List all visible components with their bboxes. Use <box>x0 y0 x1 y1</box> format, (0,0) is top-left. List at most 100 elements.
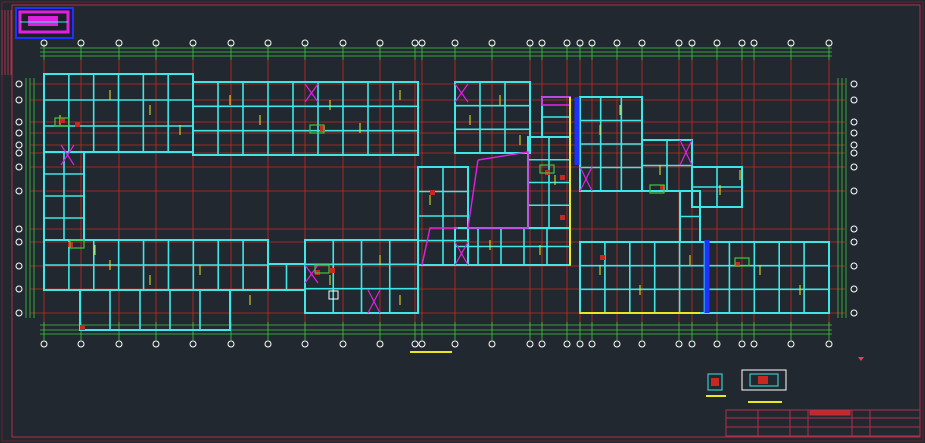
diagonal-brace <box>679 139 693 166</box>
axis-bubble-right <box>850 285 858 293</box>
axis-bubble-bottom <box>588 340 596 348</box>
axis-bubble-top <box>451 39 459 47</box>
axis-bubble-top <box>264 39 272 47</box>
diagonal-brace <box>367 289 381 314</box>
north-marker <box>858 357 864 361</box>
opening-marker <box>328 290 339 300</box>
dimension-lines-green <box>25 44 847 340</box>
title-block <box>725 409 921 437</box>
axis-bubble-top <box>189 39 197 47</box>
axis-bubble-bottom <box>40 340 48 348</box>
axis-bubble-top <box>613 39 621 47</box>
detail-cluster <box>69 239 85 249</box>
column-marker <box>735 262 740 267</box>
axis-bubble-left <box>15 187 23 195</box>
axis-bubble-right <box>850 149 858 157</box>
wall-block <box>454 81 531 154</box>
axis-bubble-top <box>750 39 758 47</box>
axis-bubble-bottom <box>227 340 235 348</box>
diagonal-brace <box>60 144 75 166</box>
axis-bubble-bottom <box>787 340 795 348</box>
axis-bubble-left <box>15 262 23 270</box>
axis-bubble-bottom <box>750 340 758 348</box>
axis-bubble-bottom <box>488 340 496 348</box>
axis-bubble-bottom <box>526 340 534 348</box>
axis-bubble-left <box>15 129 23 137</box>
axis-bubble-top <box>77 39 85 47</box>
key-plan-thumbnail <box>15 7 74 39</box>
detail-callout-1 <box>706 373 726 397</box>
axis-bubble-left <box>15 149 23 157</box>
left-margin-marks <box>1 10 12 75</box>
axis-bubble-left <box>15 163 23 171</box>
diagonal-brace <box>454 241 469 266</box>
stair-outline <box>421 227 458 266</box>
detail-callout-2 <box>741 369 787 403</box>
axis-bubble-bottom <box>264 340 272 348</box>
column-marker <box>560 175 565 180</box>
axis-bubble-bottom <box>451 340 459 348</box>
wall-block <box>192 81 419 156</box>
axis-bubble-bottom <box>152 340 160 348</box>
axis-bubble-top <box>787 39 795 47</box>
axis-bubble-top <box>588 39 596 47</box>
axis-bubble-left <box>15 118 23 126</box>
axis-bubble-right <box>850 309 858 317</box>
axis-bubble-right <box>850 187 858 195</box>
axis-bubble-bottom <box>688 340 696 348</box>
axis-bubble-bottom <box>713 340 721 348</box>
diagonal-brace <box>304 83 319 103</box>
detail-cluster <box>309 124 325 134</box>
axis-bubble-top <box>411 39 419 47</box>
column-marker <box>600 255 605 260</box>
axis-bubble-bottom <box>301 340 309 348</box>
axis-bubble-left <box>15 309 23 317</box>
wall-block <box>79 289 231 331</box>
axis-bubble-top <box>40 39 48 47</box>
axis-bubble-right <box>850 129 858 137</box>
axis-bubble-right <box>850 262 858 270</box>
axis-bubble-top <box>488 39 496 47</box>
axis-bubble-top <box>563 39 571 47</box>
axis-bubble-bottom <box>675 340 683 348</box>
column-marker <box>60 118 65 123</box>
axis-bubble-bottom <box>376 340 384 348</box>
axis-bubble-bottom <box>77 340 85 348</box>
diagonal-brace <box>579 166 593 192</box>
axis-bubble-top <box>713 39 721 47</box>
axis-bubble-right <box>850 163 858 171</box>
axis-bubble-left <box>15 96 23 104</box>
wall-outlines-cyan <box>43 73 830 331</box>
column-marker <box>320 126 325 131</box>
axis-bubble-bottom <box>538 340 546 348</box>
detail-cluster <box>649 184 665 194</box>
axis-bubble-top <box>301 39 309 47</box>
axis-bubble-top <box>576 39 584 47</box>
column-marker <box>80 325 85 330</box>
axis-bubble-left <box>15 285 23 293</box>
axis-bubble-bottom <box>418 340 426 348</box>
axis-bubble-bottom <box>189 340 197 348</box>
axis-bubble-top <box>638 39 646 47</box>
axis-bubble-top <box>538 39 546 47</box>
axis-bubble-top <box>675 39 683 47</box>
axis-bubble-right <box>850 141 858 149</box>
axis-bubble-top <box>376 39 384 47</box>
axis-bubble-top <box>339 39 347 47</box>
axis-bubble-bottom <box>115 340 123 348</box>
axis-bubble-bottom <box>576 340 584 348</box>
axis-bubble-right <box>850 238 858 246</box>
axis-bubble-bottom <box>825 340 833 348</box>
sheet-border <box>11 4 921 438</box>
axis-bubbles <box>15 39 858 348</box>
axis-bubble-right <box>850 96 858 104</box>
diagonal-brace <box>454 83 469 103</box>
axis-bubble-right <box>850 225 858 233</box>
axis-bubble-top <box>152 39 160 47</box>
axis-bubble-left <box>15 238 23 246</box>
axis-bubble-top <box>115 39 123 47</box>
axis-bubble-top <box>418 39 426 47</box>
axis-bubble-bottom <box>563 340 571 348</box>
